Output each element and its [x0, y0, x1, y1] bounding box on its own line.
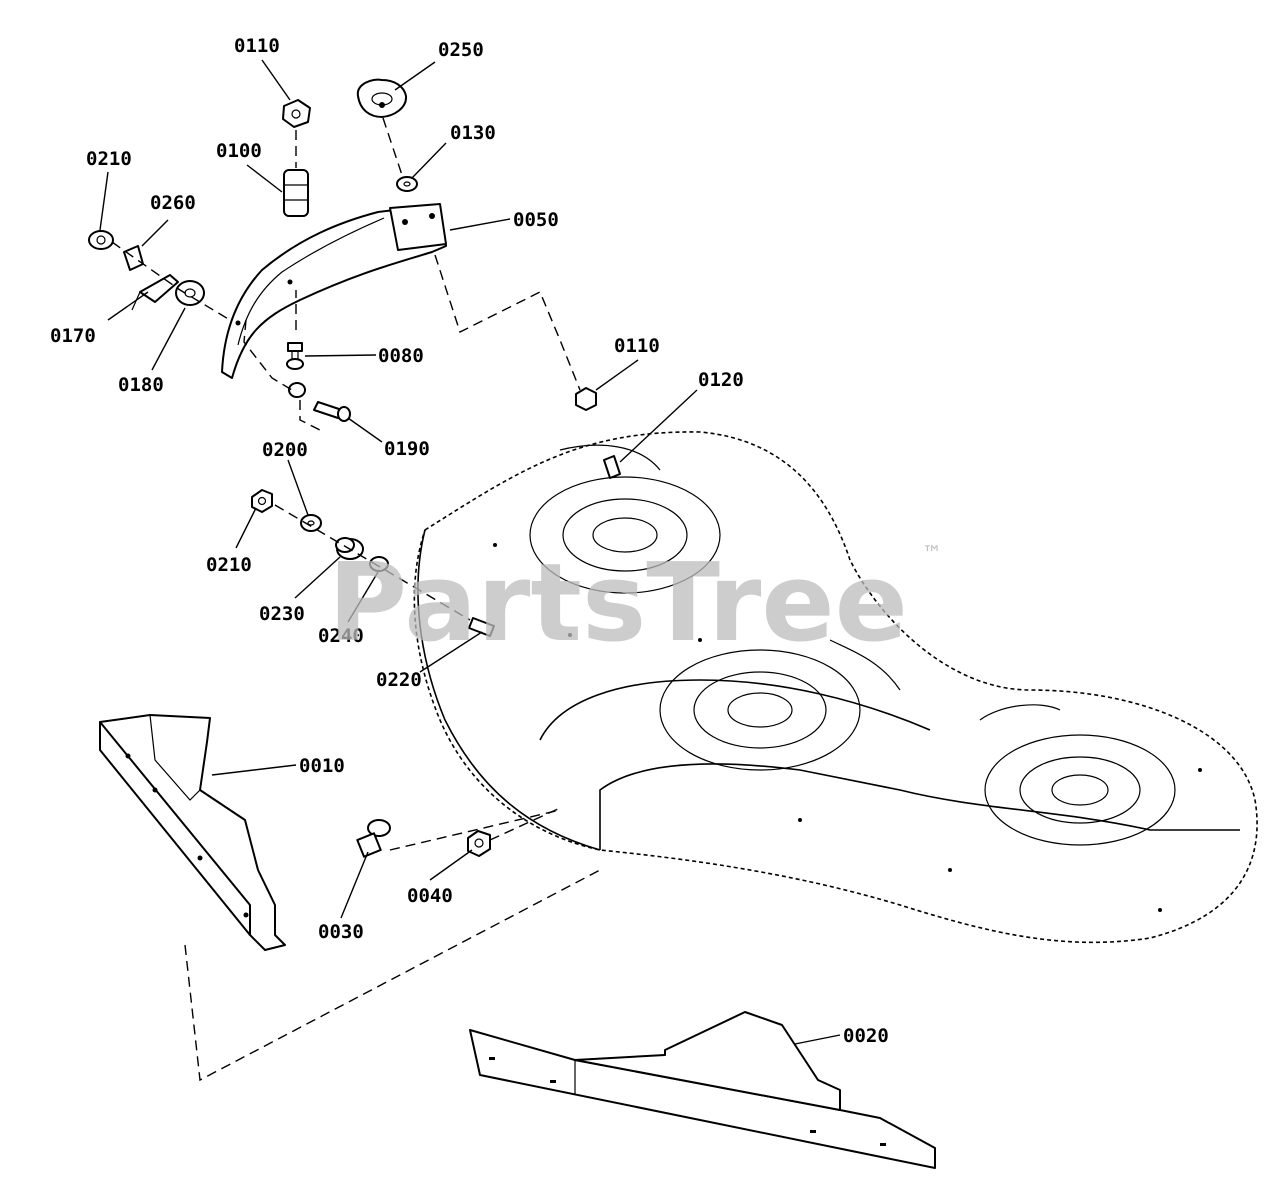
callout-0050[interactable]: 0050 [513, 209, 559, 231]
callout-0110-top[interactable]: 0110 [234, 35, 280, 57]
bolt-icon [356, 819, 391, 858]
baffle-part [469, 1011, 936, 1169]
nut-icon [251, 489, 273, 513]
washer-icon [369, 556, 389, 572]
callout-0020[interactable]: 0020 [843, 1025, 889, 1047]
callout-0170[interactable]: 0170 [50, 325, 96, 347]
callout-0080[interactable]: 0080 [378, 345, 424, 367]
callout-0110-mid[interactable]: 0110 [614, 335, 660, 357]
callout-0240[interactable]: 0240 [318, 625, 364, 647]
callout-labels: 0110 0250 0130 0100 0210 0260 0050 0170 … [50, 35, 889, 1047]
callout-0220[interactable]: 0220 [376, 669, 422, 691]
washer-icon [396, 176, 418, 192]
leader-lines [99, 59, 841, 1082]
clip-icon [123, 245, 144, 271]
callout-0200[interactable]: 0200 [262, 439, 308, 461]
bolt-icon [468, 617, 495, 637]
callout-0040[interactable]: 0040 [407, 885, 453, 907]
callout-0030[interactable]: 0030 [318, 921, 364, 943]
nut-icon [467, 830, 491, 857]
callout-0120[interactable]: 0120 [698, 369, 744, 391]
washer-icon [288, 382, 306, 398]
washer-icon [300, 514, 322, 532]
watermark-trademark: ™ [922, 541, 942, 565]
discharge-chute [221, 203, 447, 379]
watermark: PartsTree ™ [328, 541, 942, 666]
callout-0100[interactable]: 0100 [216, 140, 262, 162]
lever-icon [131, 274, 179, 311]
callout-0130[interactable]: 0130 [450, 122, 496, 144]
wheel-icon [175, 280, 205, 306]
knob-icon [356, 78, 408, 118]
bolt-icon [603, 455, 621, 479]
callout-0190[interactable]: 0190 [384, 438, 430, 460]
mower-deck [413, 431, 1258, 944]
nut-icon [575, 387, 597, 411]
deflector-part [99, 714, 286, 951]
spindle-housing-left [529, 476, 721, 594]
spring-part [283, 169, 309, 217]
nut-icon [88, 230, 114, 250]
spindle-housing-center [659, 649, 861, 771]
watermark-text: PartsTree [328, 541, 908, 666]
callout-0010[interactable]: 0010 [299, 755, 345, 777]
bolt-icon [313, 401, 351, 422]
nut-icon [282, 99, 311, 128]
callout-0230[interactable]: 0230 [259, 603, 305, 625]
callout-0260[interactable]: 0260 [150, 192, 196, 214]
callout-0210-mid[interactable]: 0210 [206, 554, 252, 576]
spindle-housing-right [984, 734, 1176, 846]
callout-0250[interactable]: 0250 [438, 39, 484, 61]
bolt-icon [286, 342, 304, 370]
callout-0180[interactable]: 0180 [118, 374, 164, 396]
callout-0210-top[interactable]: 0210 [86, 148, 132, 170]
